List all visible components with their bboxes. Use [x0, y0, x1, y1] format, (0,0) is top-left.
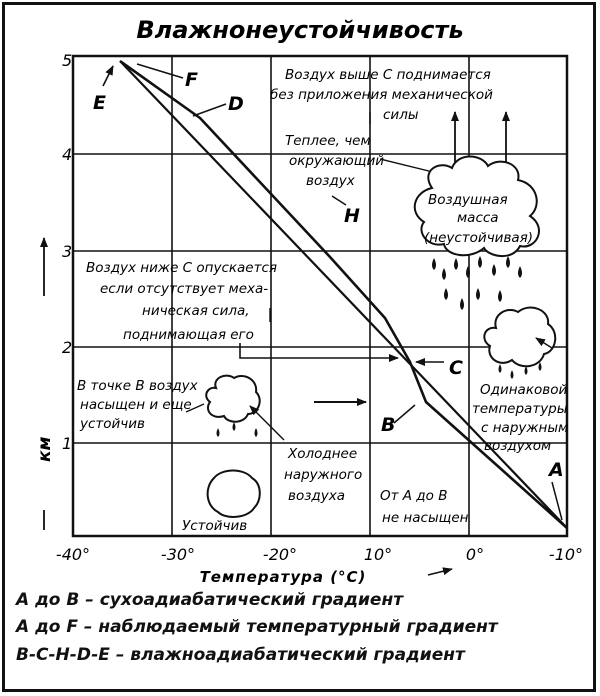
- svg-text:устойчив: устойчив: [79, 416, 145, 432]
- svg-text:температуры: температуры: [472, 401, 568, 417]
- saturated-parcel: В точке В воздух насыщен и еще устойчив …: [77, 374, 367, 504]
- point-f-label: F: [185, 69, 198, 91]
- x-tick-0: 0°: [466, 545, 484, 564]
- legend-dry-adiabatic: А до В – сухоадиабатический градиент: [16, 590, 404, 610]
- point-labels: A B C D E F H: [93, 63, 564, 521]
- x-tick-minus10: -10°: [549, 545, 583, 564]
- moist-adiabatic-line-b-e: [119, 59, 568, 529]
- gradient-curves: [119, 59, 568, 529]
- y-tick-4: 4: [62, 145, 72, 164]
- point-d-label: D: [228, 93, 244, 115]
- y-tick-3: 3: [62, 242, 72, 261]
- svg-text:От А до В: От А до В: [380, 488, 447, 504]
- svg-text:Воздух ниже С опускается: Воздух ниже С опускается: [86, 260, 277, 276]
- svg-text:поднимающая его: поднимающая его: [123, 327, 254, 343]
- point-b-label: B: [381, 414, 395, 436]
- svg-text:В точке В воздух: В точке В воздух: [77, 378, 199, 394]
- point-e-label: E: [93, 92, 106, 114]
- svg-text:ническая сила,: ническая сила,: [142, 303, 250, 319]
- svg-text:Одинаковой: Одинаковой: [480, 382, 567, 398]
- svg-text:силы: силы: [383, 107, 419, 123]
- x-tick-10: 10°: [364, 545, 392, 564]
- svg-text:Теплее, чем: Теплее, чем: [285, 133, 371, 149]
- svg-text:Воздух выше С поднимается: Воздух выше С поднимается: [285, 67, 491, 83]
- point-h-label: H: [344, 205, 360, 227]
- x-tick-minus20: -20°: [263, 545, 297, 564]
- x-axis-label: Температура (°C): [200, 568, 367, 586]
- point-c-label: C: [449, 357, 463, 379]
- y-ticks: 5 4 3 2 1: [62, 51, 72, 453]
- svg-text:не насыщен: не насыщен: [382, 510, 469, 526]
- svg-text:воздух: воздух: [306, 173, 356, 189]
- svg-text:без приложения механической: без приложения механической: [270, 87, 493, 103]
- y-axis-label-group: км: [35, 237, 55, 530]
- y-tick-2: 2: [62, 338, 72, 357]
- annotation-a-to-b: От А до В не насыщен: [380, 488, 469, 526]
- observed-gradient-line-a-f: [119, 60, 568, 529]
- svg-text:масса: масса: [457, 210, 499, 226]
- point-a-label: A: [547, 459, 564, 481]
- legend-observed-gradient: А до F – наблюдаемый температурный гради…: [16, 617, 498, 637]
- stable-parcel: Устойчив: [182, 469, 261, 534]
- x-tick-minus40: -40°: [56, 545, 90, 564]
- annotation-warmer: Теплее, чем окружающий воздух: [285, 133, 442, 189]
- rain-drops: [432, 256, 522, 310]
- unstable-air-mass-cloud: Воздушная масса (неустойчивая): [413, 155, 540, 310]
- x-axis-arrow: [427, 567, 453, 576]
- annotation-below-c: Воздух ниже С опускается если отсутствуе…: [86, 260, 399, 362]
- svg-text:Устойчив: Устойчив: [182, 518, 247, 534]
- same-temperature-parcel: Одинаковой температуры с наружным воздух…: [472, 306, 568, 454]
- y-tick-5: 5: [62, 51, 72, 70]
- y-tick-1: 1: [62, 434, 72, 453]
- svg-text:если отсутствует меха-: если отсутствует меха-: [100, 281, 268, 297]
- svg-text:Воздушная: Воздушная: [428, 192, 508, 208]
- x-ticks: -40° -30° -20° 10° 0° -10°: [56, 545, 583, 564]
- annotation-above-c: Воздух выше С поднимается без приложения…: [270, 67, 493, 124]
- legend-moist-adiabatic: В-С-Н-D-Е – влажноадиабатический градиен…: [16, 645, 465, 665]
- x-tick-minus30: -30°: [161, 545, 195, 564]
- chart-title: Влажнонеустойчивость: [136, 16, 463, 44]
- svg-text:воздуха: воздуха: [288, 488, 345, 504]
- svg-text:Холоднее: Холоднее: [287, 446, 357, 462]
- svg-text:насыщен и еще: насыщен и еще: [80, 397, 192, 413]
- svg-text:(неустойчивая): (неустойчивая): [424, 230, 533, 246]
- y-axis-label: км: [35, 436, 55, 462]
- svg-text:окружающий: окружающий: [289, 153, 384, 169]
- svg-text:с наружным: с наружным: [481, 420, 568, 436]
- svg-text:воздухом: воздухом: [484, 438, 551, 454]
- svg-text:наружного: наружного: [284, 467, 362, 483]
